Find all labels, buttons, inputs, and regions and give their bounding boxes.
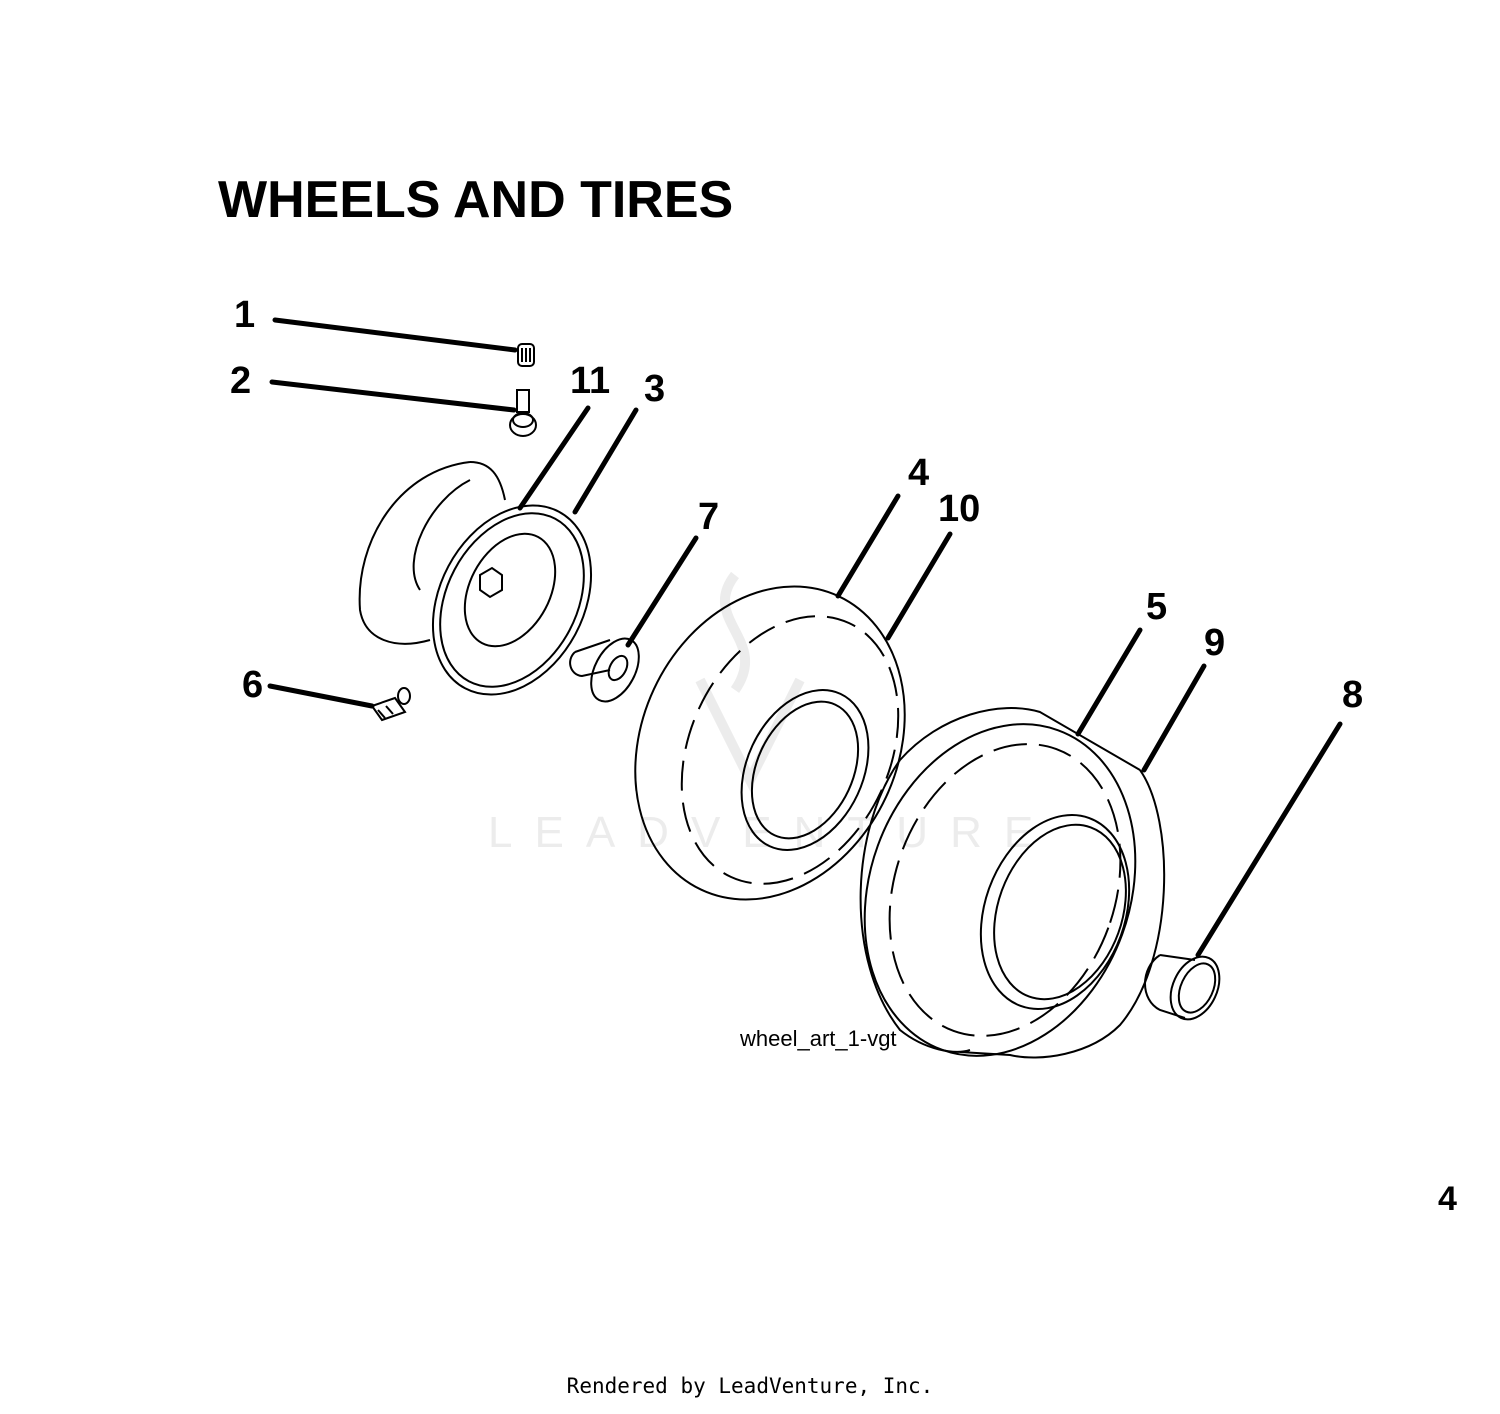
callout-5: 5 xyxy=(1146,586,1168,628)
watermark-emblem xyxy=(695,571,805,792)
valve-stem xyxy=(509,389,537,437)
watermark-text: LEADVENTURE xyxy=(488,808,1056,857)
leader-1 xyxy=(272,317,518,353)
hub-cap xyxy=(1144,954,1221,1021)
leader-6 xyxy=(267,683,375,709)
leader-8 xyxy=(1195,721,1343,958)
leader-lines xyxy=(267,317,1343,958)
leader-4 xyxy=(835,493,901,599)
art-reference-label: wheel_art_1-vgt xyxy=(740,1026,897,1051)
callout-9: 9 xyxy=(1204,622,1226,664)
callout-8: 8 xyxy=(1342,674,1364,716)
leader-5 xyxy=(1075,627,1143,737)
leader-7 xyxy=(625,535,699,648)
page-title: WHEELS AND TIRES xyxy=(218,171,734,229)
callout-6: 6 xyxy=(242,664,264,706)
leader-9 xyxy=(1141,663,1207,773)
page-mark: 4 xyxy=(1438,1180,1457,1218)
callout-3: 3 xyxy=(644,368,666,410)
wheel-rim xyxy=(358,461,593,696)
rear-tire xyxy=(859,707,1166,1059)
screw xyxy=(370,687,411,722)
callout-7: 7 xyxy=(698,496,720,538)
leader-2 xyxy=(269,379,517,413)
leader-10 xyxy=(885,531,953,641)
leader-11 xyxy=(517,405,591,511)
callout-10: 10 xyxy=(938,488,981,530)
callout-4: 4 xyxy=(908,452,930,494)
callout-1: 1 xyxy=(234,294,256,336)
callout-11: 11 xyxy=(570,360,611,402)
leader-3 xyxy=(572,407,639,515)
valve-cap xyxy=(517,343,535,367)
bushing xyxy=(569,637,640,703)
callout-2: 2 xyxy=(230,360,252,402)
footer-credit: Rendered by LeadVenture, Inc. xyxy=(566,1374,934,1398)
